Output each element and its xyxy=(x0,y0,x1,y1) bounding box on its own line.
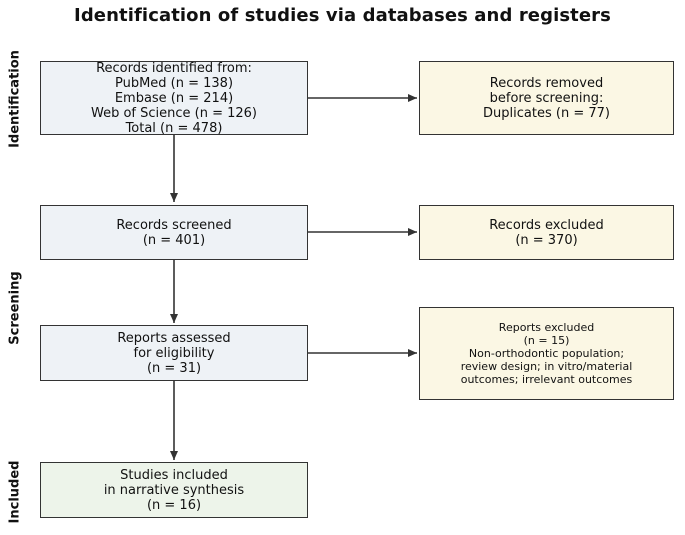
box-line: outcomes; irrelevant outcomes xyxy=(460,373,633,386)
diagram-title: Identification of studies via databases … xyxy=(74,5,611,26)
box-line: for eligibility xyxy=(133,345,215,361)
box-line: (n = 15) xyxy=(523,334,570,347)
box-line: Reports excluded xyxy=(498,321,595,334)
box-line: before screening: xyxy=(489,90,604,106)
box-line: Non-orthodontic population; xyxy=(468,347,625,360)
box-reports-assessed: Reports assessed for eligibility (n = 31… xyxy=(40,325,308,381)
box-line: Records removed xyxy=(489,75,604,91)
box-line: (n = 31) xyxy=(146,360,202,376)
box-line: (n = 401) xyxy=(142,232,206,248)
box-line: (n = 16) xyxy=(146,497,202,513)
box-line: in narrative synthesis xyxy=(103,482,245,498)
box-line: Embase (n = 214) xyxy=(114,90,234,106)
box-line: (n = 370) xyxy=(515,232,578,248)
box-line: Studies included xyxy=(120,467,228,483)
box-line: Reports assessed xyxy=(117,330,231,346)
box-line: Duplicates (n = 77) xyxy=(483,105,610,121)
box-line: review design; in vitro/material xyxy=(460,360,633,373)
box-records-removed: Records removed before screening: Duplic… xyxy=(419,61,674,135)
box-records-screened: Records screened (n = 401) xyxy=(40,205,308,260)
box-line: Records screened xyxy=(116,217,232,233)
box-line: Total (n = 478) xyxy=(125,120,223,136)
box-line: PubMed (n = 138) xyxy=(114,75,234,91)
box-records-identified: Records identified from: PubMed (n = 138… xyxy=(40,60,308,136)
box-line: Records identified from: xyxy=(96,60,252,76)
box-reports-excluded: Reports excluded (n = 15) Non-orthodonti… xyxy=(419,307,674,400)
box-line: Web of Science (n = 126) xyxy=(90,105,258,121)
box-studies-included: Studies included in narrative synthesis … xyxy=(40,462,308,518)
box-records-excluded: Records excluded (n = 370) xyxy=(419,205,674,260)
box-line: Records excluded xyxy=(489,217,604,233)
